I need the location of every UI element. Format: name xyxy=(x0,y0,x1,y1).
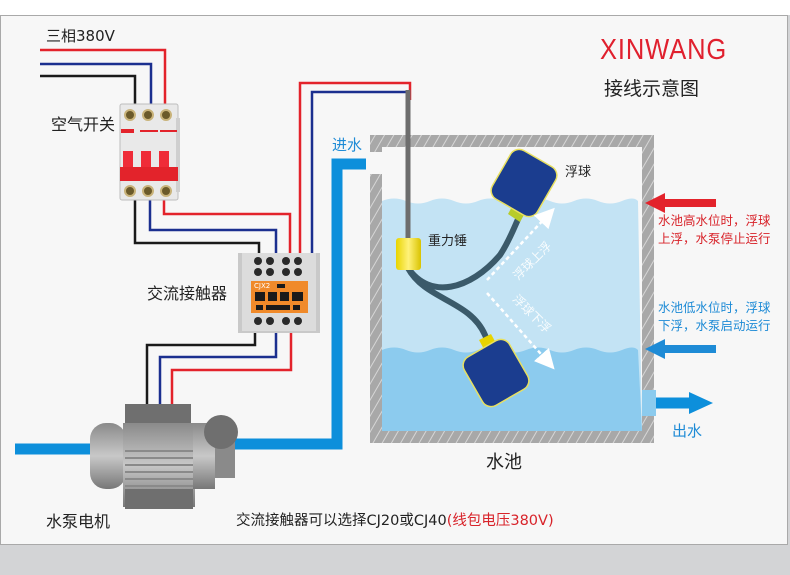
contactor-to-motor-wires xyxy=(145,328,293,405)
float-ball-upper xyxy=(490,148,558,218)
high-level-note-line2: 上浮，水泵停止运行 xyxy=(658,231,771,246)
footer-note: 交流接触器可以选择CJ20或CJ40(线包电压380V) xyxy=(236,514,554,529)
pump-motor xyxy=(90,404,238,509)
gravity-weight xyxy=(396,238,421,270)
pump-label: 水泵电机 xyxy=(46,512,111,531)
top-margin xyxy=(0,0,790,15)
water-tank xyxy=(366,135,656,443)
power-label: 三相380V xyxy=(46,27,115,45)
float-switch xyxy=(396,90,558,408)
wire-blue-in xyxy=(40,62,153,108)
inlet-label: 进水 xyxy=(332,136,363,154)
breaker-to-contactor-wires xyxy=(133,195,292,258)
diagram-title: 接线示意图 xyxy=(604,78,700,100)
low-level-arrow-icon xyxy=(645,339,716,359)
outlet-label: 出水 xyxy=(672,422,703,440)
low-level-note: 水池低水位时，浮球 下浮，水泵启动运行 xyxy=(658,299,788,335)
high-level-arrow-icon xyxy=(645,193,716,213)
power-wires xyxy=(40,48,167,108)
air-switch-breaker xyxy=(119,103,180,201)
float-ball-lower xyxy=(462,338,530,408)
outlet-arrow-icon xyxy=(689,392,713,414)
contactor-model-label: CJX2 xyxy=(254,282,271,290)
ac-contactor xyxy=(238,253,320,333)
high-level-note-line1: 水池高水位时，浮球 xyxy=(658,213,771,228)
footer-highlight: (线包电压380V) xyxy=(446,513,554,529)
brand-logo: XINWANG xyxy=(600,34,728,66)
breaker-label: 空气开关 xyxy=(51,115,116,134)
inlet-pipe xyxy=(233,158,375,450)
high-level-note: 水池高水位时，浮球 上浮，水泵停止运行 xyxy=(658,212,788,248)
contactor-label: 交流接触器 xyxy=(147,284,228,303)
tank-label: 水池 xyxy=(486,452,522,473)
status-arrows xyxy=(645,193,716,359)
wire-black-in xyxy=(40,74,137,108)
float-label: 浮球 xyxy=(565,165,592,180)
wire-red-in xyxy=(40,48,167,108)
footer-text: 交流接触器可以选择CJ20或CJ40 xyxy=(236,513,447,529)
low-level-note-line2: 下浮，水泵启动运行 xyxy=(658,318,771,333)
low-level-note-line1: 水池低水位时，浮球 xyxy=(658,300,771,315)
weight-label: 重力锤 xyxy=(428,234,468,249)
